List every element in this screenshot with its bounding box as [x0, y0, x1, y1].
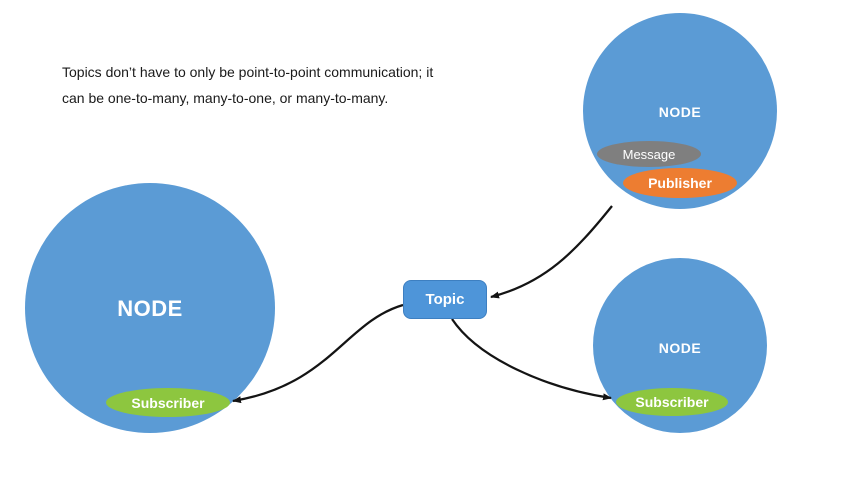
caption: Topics don’t have to only be point-to-po…: [62, 60, 512, 112]
node-label-left: NODE: [117, 296, 183, 321]
message-badge: Message: [597, 141, 701, 167]
caption-line-2: can be one-to-many, many-to-one, or many…: [62, 89, 389, 106]
subscriber-badge-left: Subscriber: [106, 388, 230, 417]
caption-line-1: Topics don’t have to only be point-to-po…: [62, 64, 434, 80]
subscriber-badge-bottom-right: Subscriber: [616, 388, 728, 416]
node-label-bottom-right: NODE: [658, 340, 702, 356]
topic-box: Topic: [403, 280, 487, 319]
publisher-badge: Publisher: [623, 168, 737, 198]
node-label-top-right: NODE: [658, 104, 702, 120]
arrow-publisher-to-topic: [490, 205, 613, 299]
arrow-topic-to-bottom-right-subscriber: [451, 318, 612, 401]
